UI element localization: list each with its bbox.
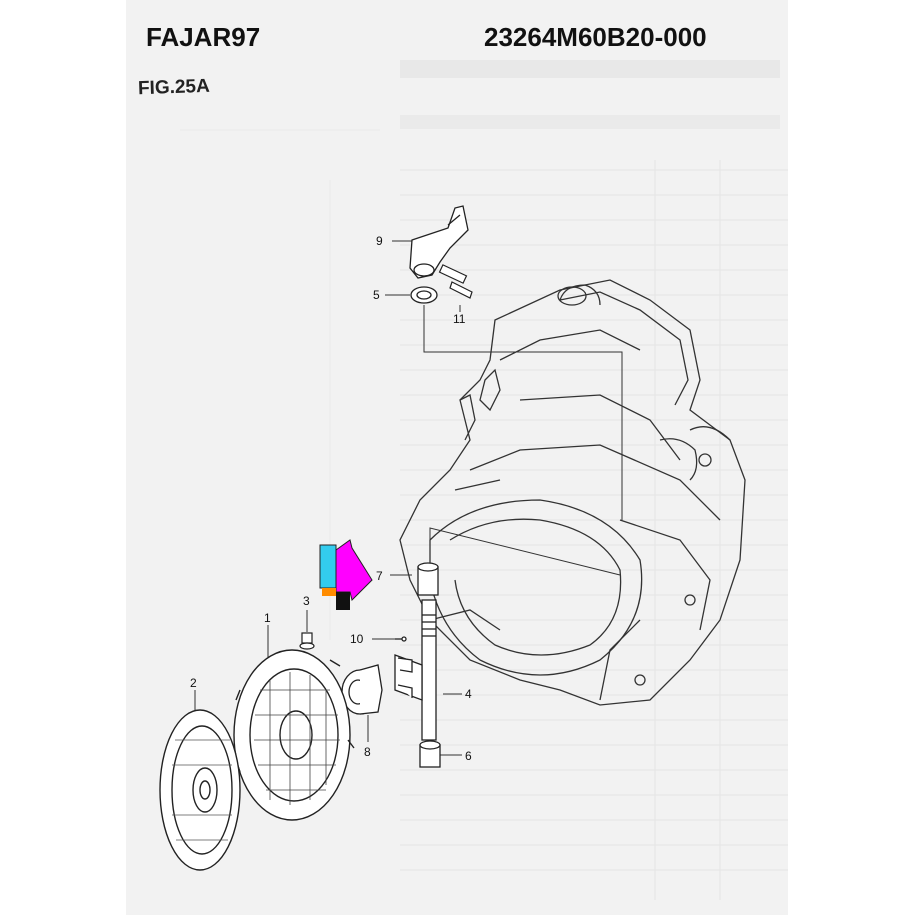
callout-11: 11 [453, 312, 466, 326]
callout-6: 6 [465, 749, 472, 763]
part-11-bolt [438, 264, 473, 299]
bleed-through-text [180, 60, 788, 900]
part-1-clutch-cover [233, 649, 355, 821]
part-number: 23264M60B20-000 [484, 22, 707, 52]
part-5-seal [410, 286, 438, 304]
part-7-shaft [417, 562, 439, 741]
callout-3: 3 [303, 594, 310, 608]
callout-labels: 9 5 11 7 3 10 1 2 4 8 6 [190, 234, 472, 763]
callout-9: 9 [376, 234, 383, 248]
transmission-case [399, 279, 746, 706]
callout-8: 8 [364, 745, 371, 759]
callout-2: 2 [190, 676, 197, 690]
callout-1: 1 [264, 611, 271, 625]
part-6-bushing [419, 740, 441, 768]
part-10-pin [395, 636, 407, 642]
part-9-lever [409, 205, 469, 279]
left-margin [0, 0, 126, 915]
part-8-bearing [341, 664, 383, 715]
part-3-bolt [299, 632, 315, 650]
highlight-arrow-marker [319, 539, 373, 610]
brand-label: FAJAR97 [146, 22, 261, 52]
part-4-fork [394, 654, 423, 701]
part-2-clutch-disc [159, 709, 241, 871]
callout-5: 5 [373, 288, 380, 302]
callout-7: 7 [376, 569, 383, 583]
callout-10: 10 [350, 632, 364, 646]
right-margin [788, 0, 915, 915]
callout-4: 4 [465, 687, 472, 701]
figure-label: FIG.25A [137, 75, 211, 100]
